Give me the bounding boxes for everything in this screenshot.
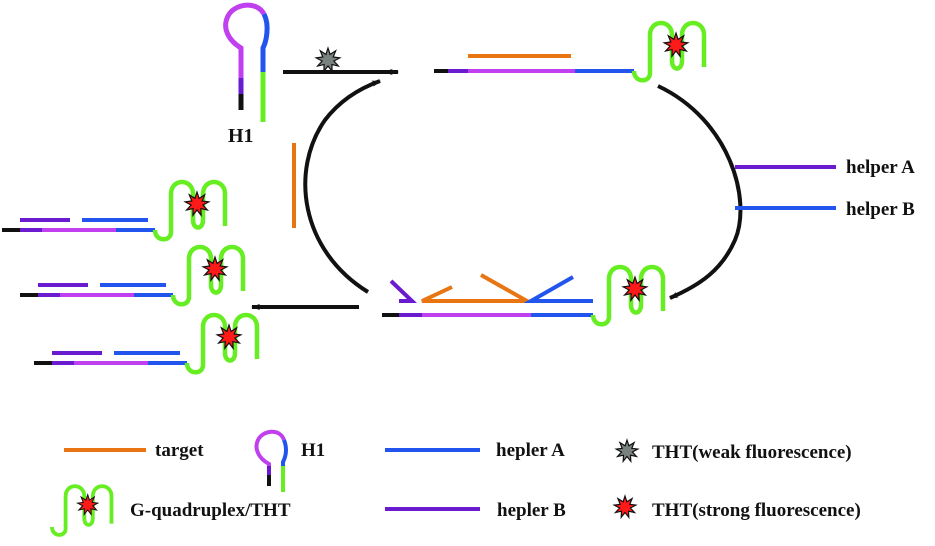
helper-b-label: helper B [846,199,915,220]
g-quadruplex-icon [170,244,246,307]
helper-a-binding [389,279,417,303]
helper-b-binding [523,275,593,303]
arrow-right-arc [657,84,743,300]
tht-strong-icon [201,255,229,283]
g-quadruplex-icon [590,264,666,327]
tht-strong-icon [215,323,243,351]
g-quadruplex-icon [631,20,707,83]
tht-strong-icon [183,190,211,218]
legend-tht-strong-icon [612,494,638,520]
legend-target-label: target [155,440,204,461]
tht-weak-icon [314,46,342,74]
g-quadruplex-strand [152,179,228,242]
legend-g-quadruplex-icon [50,484,114,537]
legend: target H1 hepler A hepler B THT(weak flu… [50,429,861,537]
g-quadruplex-strand [170,244,246,307]
helper-a-label: helper A [846,157,915,178]
legend-helper-a-label: hepler A [496,440,565,461]
target-releasing [421,273,535,303]
top-duplex [434,20,707,83]
g-quadruplex-icon [152,179,228,242]
h1-loop-blue [260,12,270,72]
arrow-left-arc [303,79,381,294]
product-duplex [2,179,228,242]
g-quadruplex-strand [631,20,707,83]
tht-strong-icon [76,493,100,517]
h1-hairpin [223,2,270,122]
g-quadruplex-strand [50,484,114,537]
h1-label: H1 [228,125,254,147]
g-quadruplex-strand [590,264,666,327]
tht-strong-icon [662,31,690,59]
legend-helper-b-label: hepler B [497,500,566,521]
legend-tht-strong-label: THT(strong fluorescence) [652,500,861,521]
product-list [2,179,260,375]
product-duplex [20,244,246,307]
legend-tht-weak-icon [614,438,640,464]
h1-loop-purple [223,2,267,57]
tht-strong-icon [621,275,649,303]
legend-tht-weak-label: THT(weak fluorescence) [652,442,852,463]
g-quadruplex-strand [184,312,260,375]
product-duplex [34,312,260,375]
bottom-complex [382,264,666,327]
g-quadruplex-icon [184,312,260,375]
legend-h1-label: H1 [301,440,325,461]
legend-h1-icon [254,429,288,492]
legend-gquad-label: G-quadruplex/THT [130,500,291,521]
